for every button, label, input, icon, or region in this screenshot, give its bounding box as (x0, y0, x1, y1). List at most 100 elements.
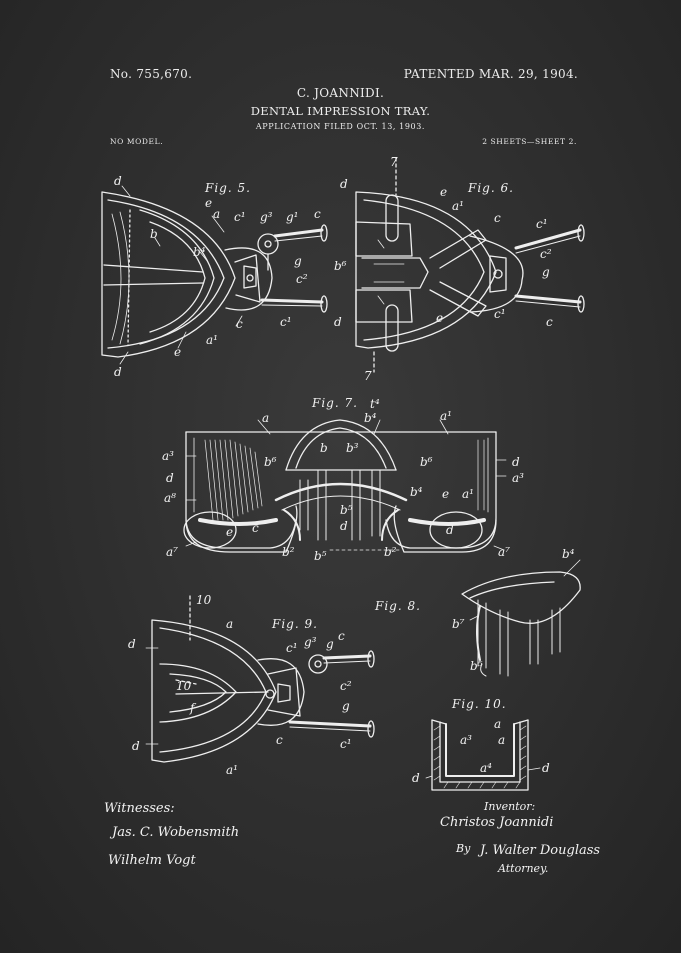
fig5-label: Fig. 5. (204, 181, 251, 195)
figure-5: Fig. 5. (101, 181, 328, 365)
svg-text:a¹: a¹ (462, 487, 474, 501)
svg-text:d: d (340, 177, 348, 191)
svg-text:b⁴: b⁴ (193, 245, 206, 259)
svg-text:g³: g³ (304, 635, 317, 649)
svg-text:b³: b³ (346, 441, 359, 455)
svg-text:e: e (442, 487, 449, 501)
svg-text:a³: a³ (162, 449, 174, 463)
svg-text:10: 10 (176, 679, 192, 693)
svg-text:d: d (114, 365, 122, 379)
application-filed: APPLICATION FILED OCT. 13, 1903. (255, 122, 426, 131)
svg-text:10: 10 (196, 593, 212, 607)
svg-text:a⁷: a⁷ (166, 545, 178, 559)
fig7-label: Fig. 7. (311, 396, 358, 410)
svg-text:g¹: g¹ (286, 210, 299, 224)
figure-9: Fig. 9. (145, 595, 375, 763)
patent-date: PATENTED MAR. 29, 1904. (403, 67, 578, 81)
svg-text:a⁸: a⁸ (164, 491, 176, 505)
svg-text:b⁵: b⁵ (470, 659, 483, 673)
svg-text:c: c (252, 521, 259, 535)
svg-text:d: d (412, 771, 420, 785)
signature-block: Witnesses: Jas. C. Wobensmith Wilhelm Vo… (104, 800, 600, 875)
svg-text:c¹: c¹ (286, 641, 298, 655)
svg-text:d: d (132, 739, 140, 753)
svg-text:c¹: c¹ (340, 737, 352, 751)
svg-text:g: g (326, 637, 334, 651)
svg-text:b⁷: b⁷ (452, 617, 465, 631)
svg-text:b⁴: b⁴ (364, 411, 377, 425)
svg-text:a⁷: a⁷ (498, 545, 510, 559)
fig9-label: Fig. 9. (271, 617, 318, 631)
svg-text:a: a (262, 411, 269, 425)
svg-text:c²: c² (340, 679, 352, 693)
svg-text:c: c (546, 315, 553, 329)
svg-text:d: d (542, 761, 550, 775)
fig8-label: Fig. 8. (374, 599, 421, 613)
svg-text:a³: a³ (460, 733, 472, 747)
svg-text:e: e (205, 196, 212, 210)
svg-text:b⁶: b⁶ (334, 259, 347, 273)
svg-text:d: d (512, 455, 520, 469)
fig6-label: Fig. 6. (467, 181, 514, 195)
fig5-reference-letters: d b b⁴ e a c¹ g³ g¹ c g c² c¹ c a¹ e d (114, 174, 321, 379)
svg-text:b⁶: b⁶ (420, 455, 433, 469)
attorney-signature: J. Walter Douglass (477, 843, 600, 858)
fig6-reference-letters: 7 d e a¹ c¹ c c² g b⁶ c¹ c d e 7 (334, 155, 553, 383)
svg-text:c: c (494, 211, 501, 225)
witnesses-label: Witnesses: (104, 801, 175, 816)
inventor-name: C. JOANNIDI. (296, 86, 385, 100)
svg-text:7: 7 (364, 369, 372, 383)
figure-8: Fig. 8. (374, 559, 581, 677)
svg-text:c: c (314, 207, 321, 221)
inventor-signature: Christos Joannidi (440, 815, 553, 830)
svg-text:b⁵: b⁵ (314, 549, 327, 563)
svg-text:c²: c² (540, 247, 552, 261)
svg-text:d: d (128, 637, 136, 651)
witness-signature-2: Wilhelm Vogt (108, 853, 196, 868)
figure-7: Fig. 7. (183, 396, 507, 553)
svg-text:a⁴: a⁴ (480, 761, 492, 775)
svg-text:g: g (542, 265, 550, 279)
svg-text:7: 7 (390, 155, 398, 169)
svg-text:e: e (174, 345, 181, 359)
svg-text:d: d (166, 471, 174, 485)
svg-text:b⁵: b⁵ (340, 503, 353, 517)
svg-text:e: e (440, 185, 447, 199)
svg-text:a: a (226, 617, 233, 631)
svg-text:a¹: a¹ (440, 409, 452, 423)
svg-text:a¹: a¹ (206, 333, 218, 347)
witness-signature-1: Jas. C. Wobensmith (109, 825, 239, 840)
svg-text:d: d (114, 174, 122, 188)
svg-text:b: b (150, 227, 158, 241)
svg-text:b⁴: b⁴ (562, 547, 575, 561)
svg-text:d: d (446, 523, 454, 537)
patent-title: DENTAL IMPRESSION TRAY. (250, 104, 431, 118)
svg-text:e: e (226, 525, 233, 539)
svg-text:c¹: c¹ (234, 210, 246, 224)
fig7-reference-letters: a b⁴ t⁴ a¹ a³ d a⁸ a⁷ b⁶ b b³ b⁶ b⁴ e a¹… (162, 397, 524, 563)
fig8-reference-letters: b⁴ b⁷ b⁵ (452, 547, 575, 673)
by-label: By (455, 842, 471, 855)
inventor-label: Inventor: (483, 800, 535, 813)
patent-number: No. 755,670. (110, 67, 193, 81)
svg-text:e: e (436, 311, 443, 325)
attorney-label: Attorney. (497, 862, 548, 875)
svg-text:a: a (213, 207, 220, 221)
svg-text:g³: g³ (260, 210, 273, 224)
fig10-label: Fig. 10. (451, 697, 507, 711)
svg-text:c¹: c¹ (536, 217, 548, 231)
svg-text:c: c (236, 317, 243, 331)
svg-text:f: f (189, 701, 197, 715)
svg-text:a¹: a¹ (452, 199, 464, 213)
svg-text:c: c (276, 733, 283, 747)
svg-text:c²: c² (296, 272, 308, 286)
svg-text:b⁶: b⁶ (264, 455, 277, 469)
svg-text:a: a (494, 717, 501, 731)
figure-10: Fig. 10. (425, 697, 541, 791)
svg-text:d: d (334, 315, 342, 329)
fig10-reference-letters: a a³ a a⁴ d d (412, 717, 550, 785)
sheet-count: 2 SHEETS—SHEET 2. (482, 137, 577, 146)
svg-text:g: g (342, 699, 350, 713)
